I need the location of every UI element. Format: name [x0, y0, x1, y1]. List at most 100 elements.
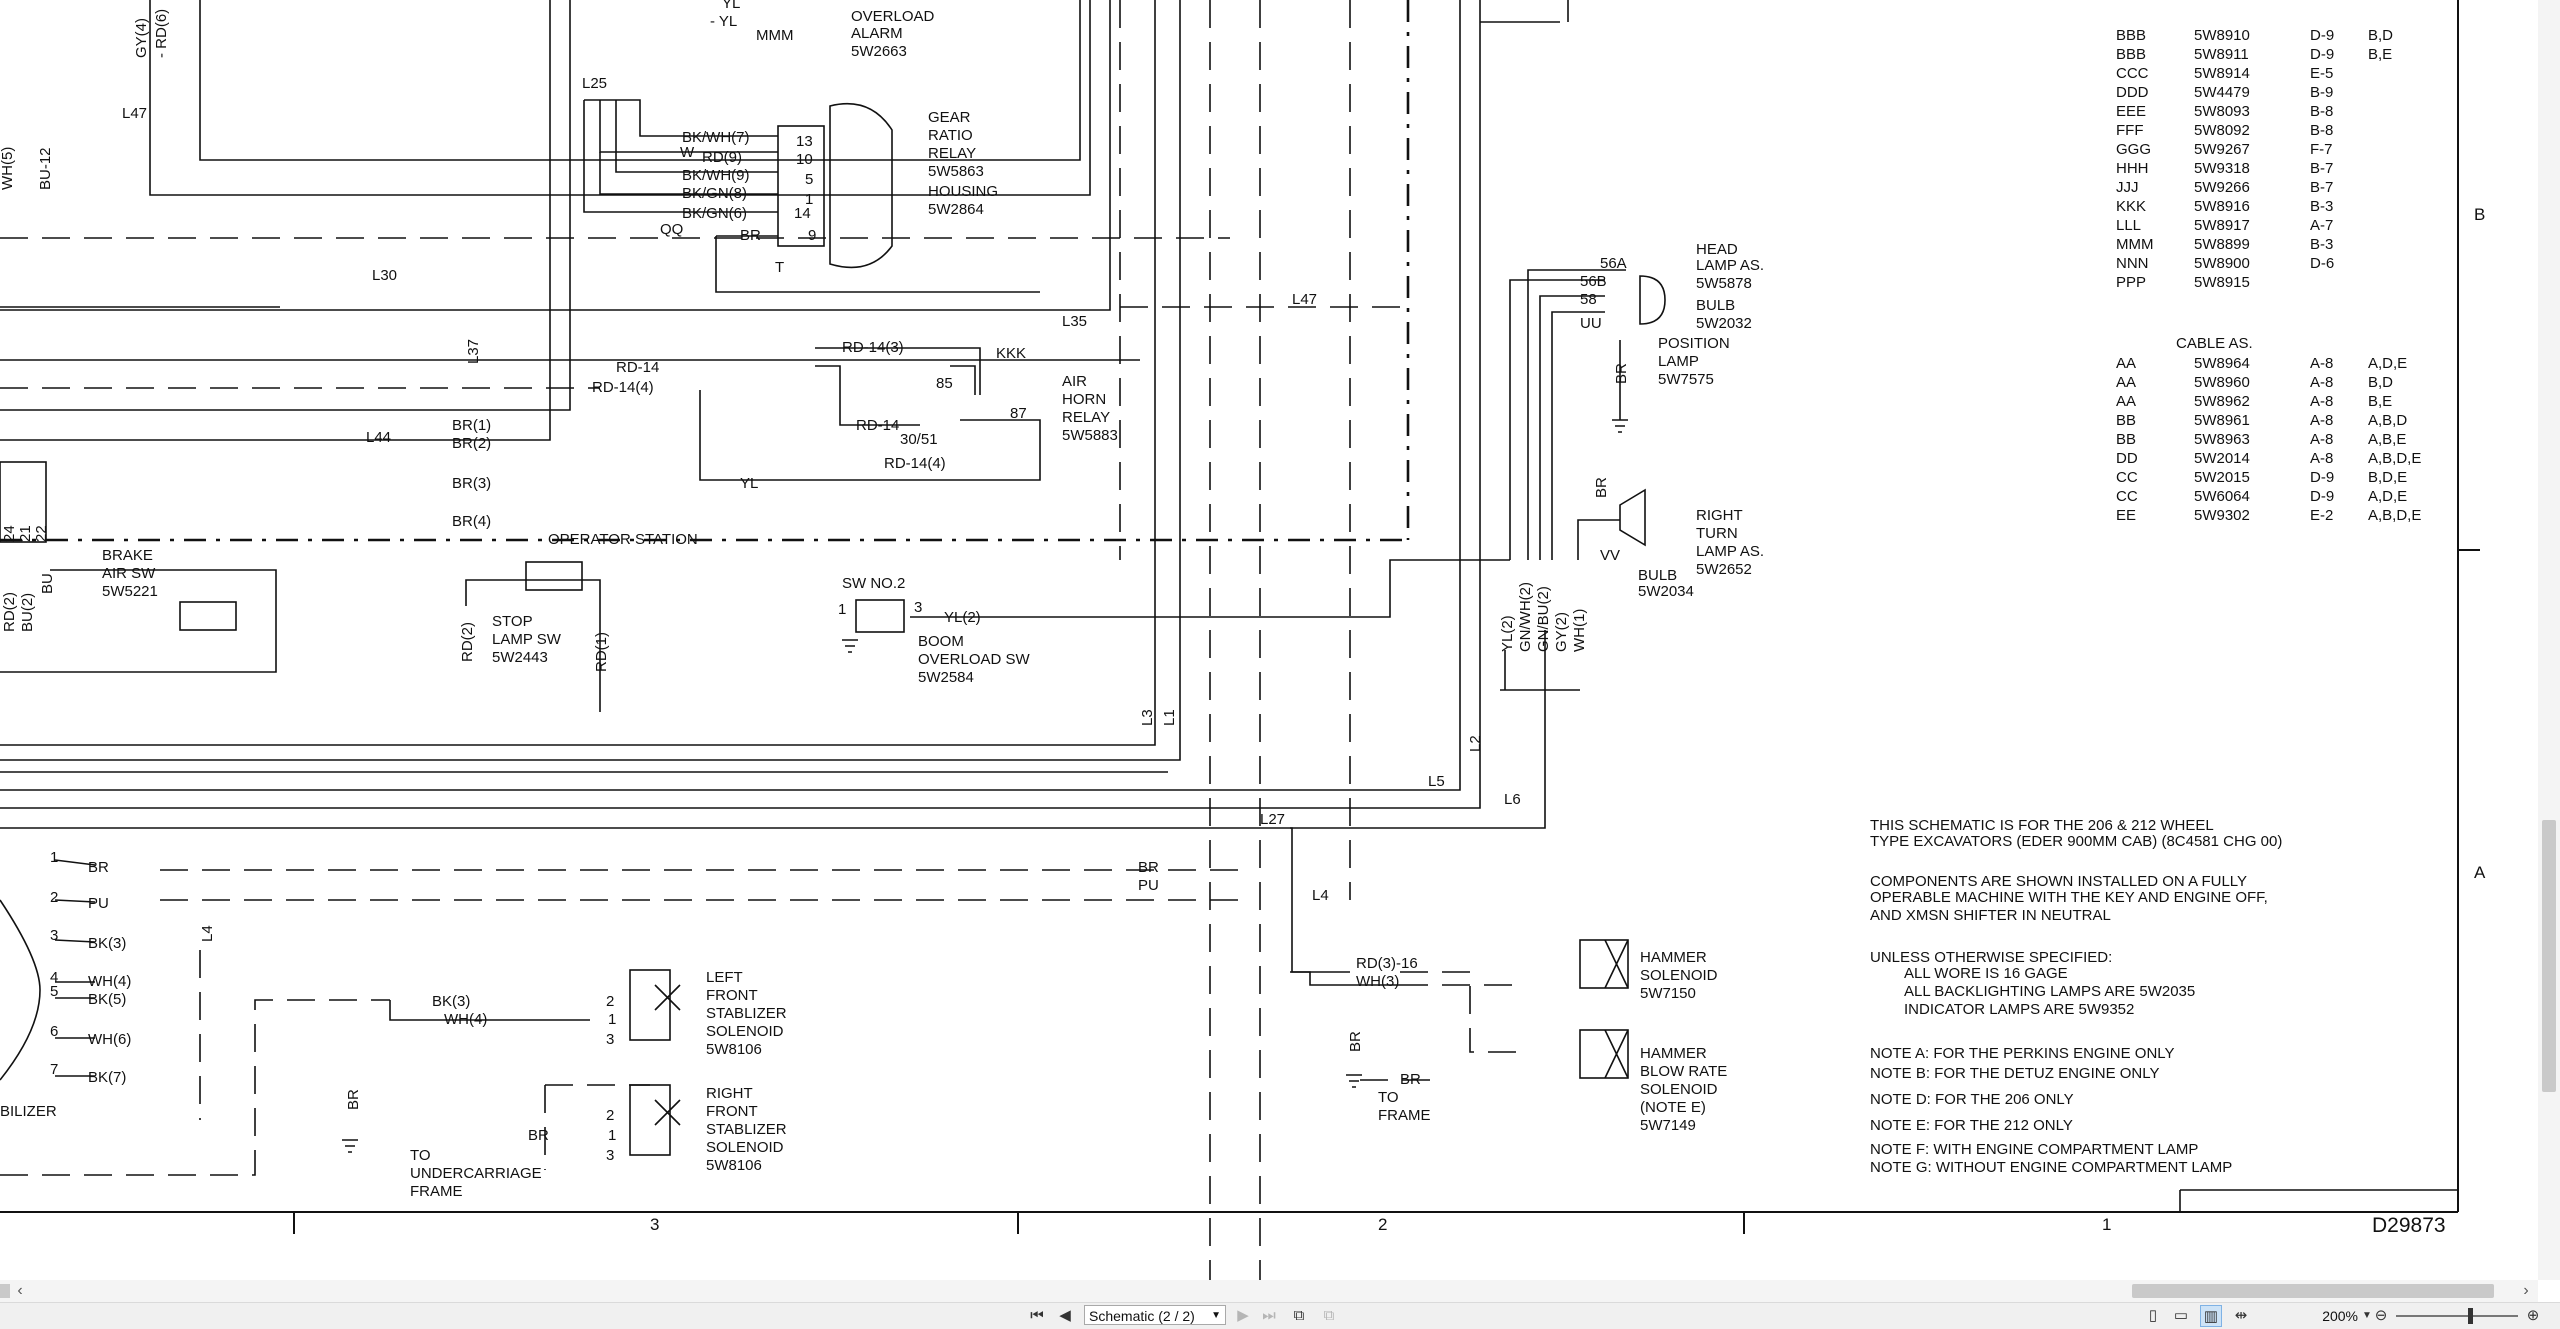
previous-page-icon[interactable]: ◀ [1059, 1307, 1071, 1324]
label: MMM [756, 27, 794, 44]
label: STABLIZER [706, 1121, 787, 1138]
table-cell: B,E [2368, 393, 2392, 410]
label: 1 [805, 191, 813, 208]
label: BR(4) [452, 513, 491, 530]
label: L47 [1292, 291, 1317, 308]
scroll-left-icon[interactable]: ‹ [17, 1282, 23, 1299]
table-cell: MMM [2116, 236, 2154, 253]
table-cell: HHH [2116, 160, 2149, 177]
label: PU [1138, 877, 1159, 894]
label: BR [528, 1127, 549, 1144]
label: BR(3) [452, 475, 491, 492]
zoom-slider-thumb[interactable] [2468, 1308, 2473, 1324]
label: RD-14(4) [884, 455, 946, 472]
table-cell: 5W2015 [2194, 469, 2250, 486]
ground-symbols [342, 639, 1362, 1153]
label: 5W2652 [1696, 561, 1752, 578]
label: HAMMER [1640, 1045, 1707, 1062]
label: LAMP SW [492, 631, 562, 648]
label: RD-14(3) [842, 339, 904, 356]
last-page-icon[interactable]: ⏭ [1262, 1307, 1276, 1324]
scroll-right-icon[interactable]: › [2523, 1282, 2529, 1299]
vertical-scroll-thumb[interactable] [2542, 820, 2556, 1092]
zoom-slider[interactable] [2396, 1315, 2518, 1317]
label: RD(2) [459, 622, 476, 662]
label: 5W5221 [102, 583, 158, 600]
label: SOLENOID [1640, 1081, 1718, 1098]
label: 85 [936, 375, 953, 392]
horizontal-scrollbar[interactable]: ‹ › [0, 1280, 2538, 1302]
label: 2 [606, 1107, 614, 1124]
first-page-icon[interactable]: ⏮ [1030, 1307, 1044, 1324]
label: AIR [1062, 373, 1087, 390]
table-cell: GGG [2116, 141, 2151, 158]
next-page-icon[interactable]: ▶ [1237, 1307, 1249, 1324]
zoom-menu-chevron-icon[interactable]: ▼ [2362, 1310, 2372, 1321]
table-cell: JJJ [2116, 179, 2139, 196]
vertical-scrollbar[interactable] [2538, 0, 2560, 1280]
label: TO [410, 1147, 431, 1164]
paste-icon[interactable]: ⧉ [1323, 1307, 1335, 1324]
label: 5W2864 [928, 201, 984, 218]
label: RD-14 [856, 417, 899, 434]
label: RIGHT [1696, 507, 1743, 524]
table-cell: LLL [2116, 217, 2141, 234]
table-cell: E-5 [2310, 65, 2333, 82]
label: BR [1613, 363, 1630, 384]
label: UU [1580, 315, 1602, 332]
label: BRAKE [102, 547, 153, 564]
table-cell: 5W8900 [2194, 255, 2250, 272]
facing-page-icon[interactable]: ▥ [2200, 1305, 2222, 1327]
single-page-icon[interactable]: ▯ [2148, 1307, 2158, 1324]
zoom-in-icon[interactable]: ⊕ [2526, 1307, 2540, 1324]
hammer-solenoid-symbol [1579, 939, 1629, 1079]
label: BILIZER [0, 1103, 57, 1120]
label: 5 [50, 983, 58, 1000]
label: L35 [1062, 313, 1087, 330]
zoom-out-icon[interactable]: ⊖ [2374, 1307, 2388, 1324]
table-cell: B-8 [2310, 122, 2333, 139]
label: FRONT [706, 987, 758, 1004]
label: GN/WH(2) [1517, 582, 1534, 652]
table-cell: B-7 [2310, 160, 2333, 177]
table-cell: 5W8960 [2194, 374, 2250, 391]
label: 14 [794, 205, 811, 222]
zoom-level[interactable]: 200% [2270, 1305, 2358, 1327]
label: FRONT [706, 1103, 758, 1120]
table-cell: AA [2116, 374, 2136, 391]
label: A [2474, 863, 2486, 882]
note-line: TYPE EXCAVATORS (EDER 900MM CAB) (8C4581… [1870, 833, 2282, 850]
label: B [2474, 205, 2485, 224]
label: 2 [1378, 1215, 1387, 1234]
label: 5W8106 [706, 1157, 762, 1174]
table-cell: 5W8899 [2194, 236, 2250, 253]
label: SOLENOID [706, 1023, 784, 1040]
page-select[interactable]: Schematic (2 / 2) ▼ [1084, 1305, 1226, 1325]
label: LAMP AS. [1696, 543, 1764, 560]
label: BK/WH(7) [682, 129, 750, 146]
fit-width-icon[interactable]: ⇹ [2234, 1307, 2248, 1324]
label: 9 [808, 227, 816, 244]
table-cell: B-8 [2310, 103, 2333, 120]
label: WH(4) [444, 1011, 487, 1028]
gear-ratio-relay-symbol [583, 99, 1040, 293]
horizontal-scroll-thumb[interactable] [2132, 1284, 2494, 1298]
label: RATIO [928, 127, 973, 144]
label: 5W5883 [1062, 427, 1118, 444]
label: 1 [608, 1011, 616, 1028]
label: BU(2) [19, 593, 36, 632]
label: HAMMER [1640, 949, 1707, 966]
table-cell: 5W8962 [2194, 393, 2250, 410]
table-cell: B-3 [2310, 198, 2333, 215]
label: BR [1347, 1031, 1364, 1052]
continuous-page-icon[interactable]: ▭ [2173, 1307, 2189, 1324]
table-cell: 5W9318 [2194, 160, 2250, 177]
table-cell: E-2 [2310, 507, 2333, 524]
label: 5W2034 [1638, 583, 1694, 600]
copy-icon[interactable]: ⧉ [1293, 1307, 1305, 1324]
scroll-left-edge[interactable] [0, 1284, 10, 1298]
label: 5 [805, 171, 813, 188]
label: L2 [1467, 735, 1484, 752]
label: 7 [50, 1061, 58, 1078]
table-cell: 5W8964 [2194, 355, 2250, 372]
